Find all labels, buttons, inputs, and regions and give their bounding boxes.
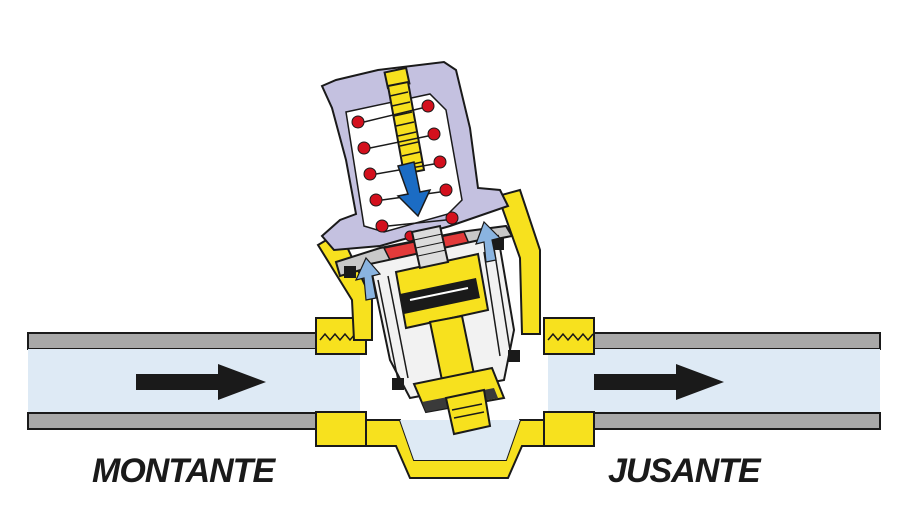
- up-arrow-icon: [475, 220, 502, 263]
- downstream-label: JUSANTE: [608, 452, 761, 490]
- right-arrow-icon: [594, 364, 724, 400]
- valve-body: [315, 188, 595, 479]
- spring-lines: [363, 107, 447, 227]
- adjusting-screw: [383, 66, 426, 176]
- right-arrow-icon: [136, 364, 266, 400]
- upstream-label: MONTANTE: [92, 452, 275, 490]
- up-arrow-icon: [354, 256, 382, 301]
- cartridge: [344, 224, 520, 436]
- down-arrow-icon: [396, 161, 432, 218]
